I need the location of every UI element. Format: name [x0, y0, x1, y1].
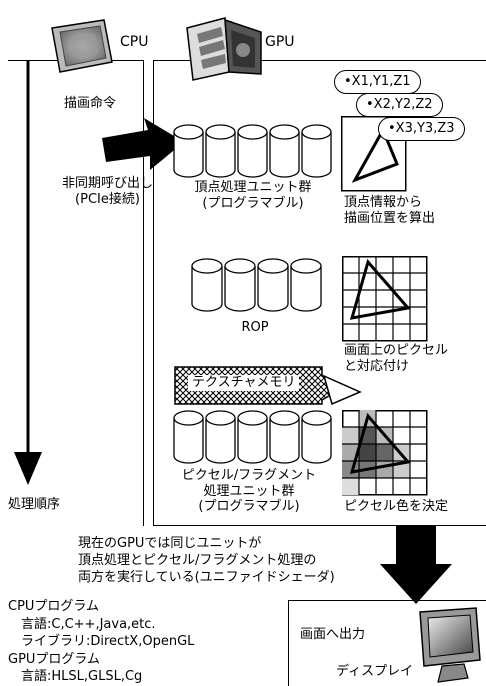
pixel-unit-label: ピクセル/フラグメント 処理ユニット群 (プログラマブル)	[174, 468, 324, 515]
languages-list: CPUプログラム 言語:C,C++,Java,etc. ライブラリ:Direct…	[8, 598, 194, 686]
output-box	[288, 600, 486, 686]
unified-note-line1: 現在のGPUでは同じユニットが	[78, 536, 262, 551]
unified-note-line3: 両方を実行している(ユニファイドシェーダ)	[78, 570, 335, 585]
unit-cylinder	[173, 410, 204, 464]
rop-desc: 画面上のピクセル と対応付け	[344, 343, 448, 374]
gpu-column	[153, 60, 486, 526]
vertex-unit-label-line2: (プログラマブル)	[202, 195, 304, 211]
async-call-label: 非同期呼び出し (PCIe接続)	[62, 176, 153, 207]
process-order-label: 処理順序	[8, 497, 61, 512]
unified-note: 現在のGPUでは同じユニットが 頂点処理とピクセル/フラグメント処理の 両方を実…	[78, 535, 335, 586]
unit-cylinder	[269, 410, 300, 464]
vertex-desc: 頂点情報から 描画位置を算出	[344, 195, 435, 226]
languages-line5: 言語:HLSL,GLSL,Cg	[8, 669, 143, 684]
async-call-line2: (PCIe接続)	[75, 191, 140, 207]
rop-pixel-grid	[342, 256, 428, 342]
vertex-unit-label: 頂点処理ユニット群 (プログラマブル)	[178, 180, 328, 211]
output-arrow	[380, 526, 452, 604]
cpu-chip-icon	[51, 19, 113, 73]
unit-cylinder	[191, 258, 223, 312]
texture-memory-arrow	[174, 366, 362, 406]
unit-cylinder	[269, 124, 300, 178]
pixel-unit-label-line2: 処理ユニット群	[203, 483, 295, 499]
unit-cylinder	[224, 258, 256, 312]
unit-cylinder	[301, 410, 332, 464]
unit-cylinder	[237, 410, 268, 464]
gpu-label: GPU	[265, 34, 295, 50]
cpu-label: CPU	[120, 34, 149, 50]
unit-cylinder	[301, 124, 332, 178]
vertex-desc-line2: 描画位置を算出	[344, 210, 436, 226]
rop-unit-group	[191, 258, 322, 312]
async-call-line1: 非同期呼び出し	[62, 176, 154, 191]
languages-line4: GPUプログラム	[8, 651, 101, 667]
vertex-unit-label-line1: 頂点処理ユニット群	[194, 180, 312, 195]
vertex-desc-line1: 頂点情報から	[344, 195, 423, 210]
unit-cylinder	[205, 410, 236, 464]
cpu-column	[8, 60, 144, 526]
languages-line2: 言語:C,C++,Java,etc.	[8, 616, 156, 632]
pixel-desc: ピクセル色を決定	[344, 499, 449, 514]
draw-command-arrow	[102, 118, 184, 170]
pixel-color-grid	[342, 410, 428, 496]
output-label: 画面へ出力	[300, 627, 366, 642]
coord-bubble-2: •X2,Y2,Z2	[356, 93, 443, 117]
display-icon	[419, 607, 481, 683]
draw-command-label: 描画命令	[64, 96, 117, 111]
texture-memory-label: テクスチャメモリ	[188, 375, 300, 391]
languages-line3: ライブラリ:DirectX,OpenGL	[8, 634, 195, 649]
pixel-unit-group	[173, 410, 332, 464]
rop-desc-line2: と対応付け	[344, 358, 410, 374]
display-label: ディスプレイ	[334, 664, 416, 680]
pixel-unit-label-line1: ピクセル/フラグメント	[181, 468, 317, 483]
rop-desc-line1: 画面上のピクセル	[344, 343, 449, 358]
coord-bubble-1: •X1,Y1,Z1	[334, 70, 421, 94]
languages-line1: CPUプログラム	[8, 599, 100, 614]
vertex-unit-group	[173, 124, 332, 178]
rop-label: ROP	[241, 320, 269, 335]
gpu-card-icon	[186, 17, 262, 81]
unified-note-line2: 頂点処理とピクセル/フラグメント処理の	[78, 553, 317, 568]
unit-cylinder	[205, 124, 236, 178]
coord-bubble-3: •X3,Y3,Z3	[378, 117, 465, 141]
unit-cylinder	[257, 258, 289, 312]
unit-cylinder	[173, 124, 204, 178]
unit-cylinder	[237, 124, 268, 178]
pixel-unit-label-line3: (プログラマブル)	[198, 499, 300, 515]
process-order-arrow	[14, 60, 42, 485]
unit-cylinder	[290, 258, 322, 312]
